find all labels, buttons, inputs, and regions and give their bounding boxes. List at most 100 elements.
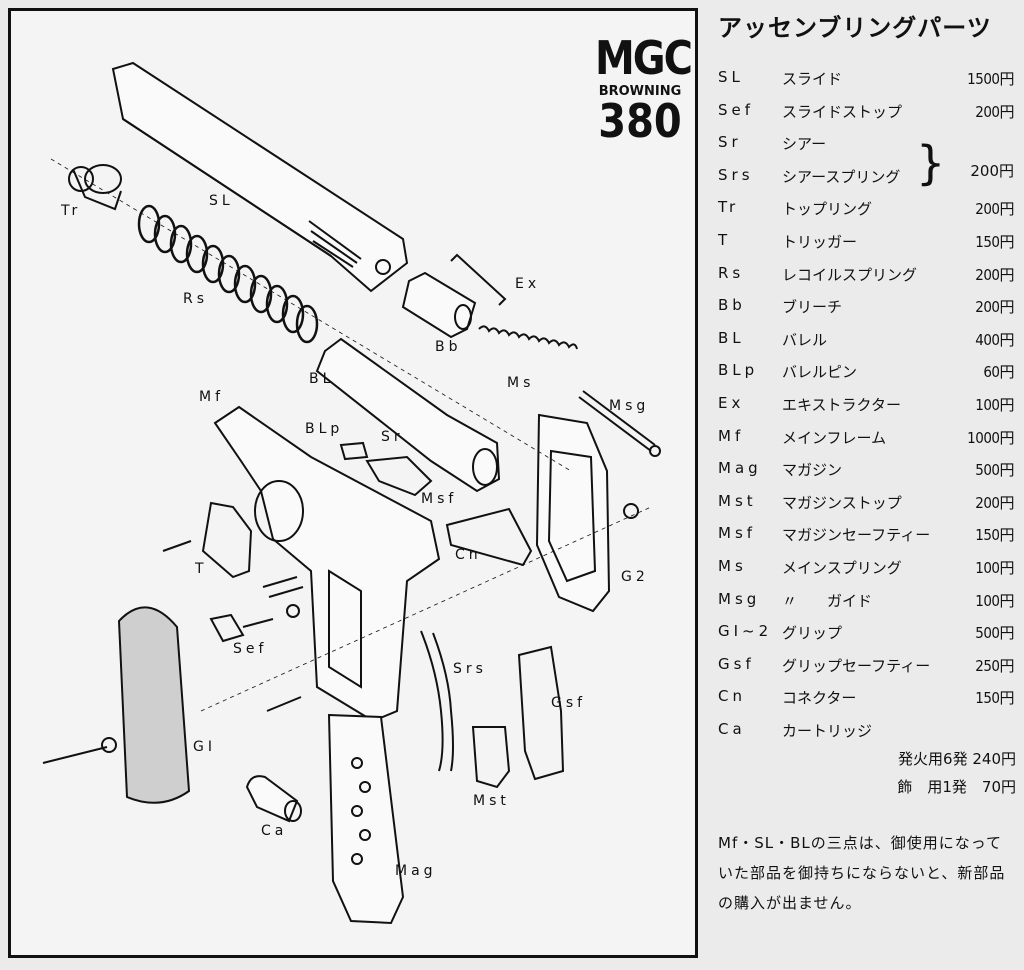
- label-cn: Cn: [455, 547, 482, 563]
- main-frame-part: [213, 405, 441, 723]
- parts-code: Mf: [718, 426, 745, 445]
- parts-price: 200円: [975, 493, 1014, 512]
- label-sef: Sef: [233, 641, 268, 657]
- parts-code: GI~2: [718, 622, 773, 641]
- parts-name: カートリッジ: [782, 722, 873, 740]
- label-srs: Srs: [453, 661, 487, 677]
- parts-row: Cn コネクター 150円: [718, 687, 1014, 717]
- parts-name: トップリング: [782, 200, 873, 219]
- label-mag: Mag: [395, 863, 437, 879]
- connector-part: [445, 507, 533, 567]
- slide-part: [111, 61, 409, 293]
- parts-price: 100円: [975, 396, 1014, 414]
- grip-screw-part: [42, 746, 108, 764]
- parts-code: Cn: [718, 687, 746, 706]
- parts-name: メインフレーム: [782, 428, 887, 447]
- parts-price: 100円: [975, 559, 1014, 577]
- parts-name: グリップセーフティー: [782, 656, 931, 675]
- cartridge-line-2: 飾 用1発 70円: [897, 778, 1016, 796]
- parts-code: Mst: [718, 491, 757, 510]
- parts-price: 200円: [975, 298, 1014, 317]
- parts-code: Tr: [718, 198, 740, 217]
- exploded-view-drawing: [42, 61, 661, 925]
- parts-name: マガジンセーフティー: [782, 526, 931, 545]
- parts-price: 200円: [975, 200, 1014, 219]
- logo-line-3: 380: [598, 95, 682, 149]
- grip-screw-head: [101, 737, 117, 753]
- magazine-stop-part: [471, 726, 511, 789]
- parts-row: Gsf グリップセーフティー 250円: [718, 655, 1014, 685]
- parts-name: メインスプリング: [782, 559, 902, 577]
- grip-safety-part: [517, 645, 565, 781]
- parts-price: 500円: [975, 624, 1014, 643]
- main-spring-part: [478, 325, 578, 350]
- parts-price: 1500円: [967, 70, 1014, 88]
- label-sl: SL: [209, 193, 234, 209]
- parts-name: バレル: [782, 330, 828, 349]
- grip-2-part: [535, 413, 611, 613]
- label-ca: Ca: [261, 823, 288, 839]
- cartridge-line-1: 発火用6発 240円: [898, 750, 1016, 768]
- barrel-pin-part: [339, 441, 369, 461]
- label-t: T: [195, 561, 208, 577]
- sear-spring-part: [420, 630, 454, 772]
- parts-price: 250円: [975, 656, 1014, 675]
- parts-name: コネクター: [782, 689, 857, 708]
- sear-part: [365, 455, 433, 497]
- magazine-part: [327, 713, 405, 925]
- parts-price: 60円: [983, 363, 1014, 382]
- parts-row: SL スライド 1500円: [718, 68, 1014, 98]
- logo-line-2: BROWNING: [598, 84, 682, 99]
- parts-code: Gsf: [718, 654, 755, 673]
- shared-price-sr-srs: 200円: [970, 162, 1014, 180]
- parts-row: Tr トップリング 200円: [718, 198, 1014, 228]
- parts-code: BL: [718, 328, 745, 347]
- parts-price: 500円: [975, 461, 1014, 480]
- barrel-part: [315, 337, 501, 493]
- mgc-browning-380-logo: MGC BROWNING 380: [595, 36, 693, 149]
- label-mst: Mst: [473, 793, 510, 809]
- parts-price: 100円: [975, 591, 1014, 610]
- pin-part: [266, 696, 302, 712]
- spring-guide-part: [578, 390, 656, 452]
- parts-code: Msf: [718, 524, 757, 543]
- spring-guide-head: [649, 445, 661, 457]
- pin-part: [162, 540, 192, 552]
- exploded-diagram: MGC BROWNING 380 Tr SL Rs Ex Bb BL Ms Ms…: [8, 8, 698, 958]
- parts-name: 〃 ガイド: [782, 591, 873, 610]
- parts-row: Mag マガジン 500円: [718, 459, 1014, 489]
- parts-name: マガジンストップ: [782, 493, 902, 512]
- parts-code: Ms: [718, 557, 747, 575]
- label-ex: Ex: [515, 276, 541, 292]
- parts-name: シアースプリング: [782, 167, 901, 186]
- parts-name: トリッガー: [782, 233, 858, 251]
- cartridge-part: [245, 775, 302, 823]
- parts-price: 200円: [975, 102, 1014, 121]
- label-bl: BL: [309, 371, 335, 387]
- label-sr: Sr: [381, 429, 404, 445]
- parts-price: 150円: [975, 689, 1014, 708]
- parts-code: SL: [718, 68, 744, 86]
- breech-part: [401, 271, 477, 339]
- assembly-axis-line: [50, 158, 572, 472]
- parts-name: マガジン: [782, 461, 843, 480]
- parts-code: Mag: [718, 459, 762, 478]
- parts-name: グリップ: [782, 624, 843, 643]
- parts-code: Bb: [718, 296, 746, 315]
- parts-code: BLp: [718, 361, 759, 380]
- parts-row: Msf マガジンセーフティー 150円: [718, 524, 1014, 554]
- parts-name: スライド: [782, 70, 843, 88]
- parts-price: 150円: [975, 526, 1014, 545]
- parts-name: エキストラクター: [782, 396, 901, 414]
- parts-code: Srs: [718, 165, 754, 184]
- label-tr: Tr: [61, 203, 82, 219]
